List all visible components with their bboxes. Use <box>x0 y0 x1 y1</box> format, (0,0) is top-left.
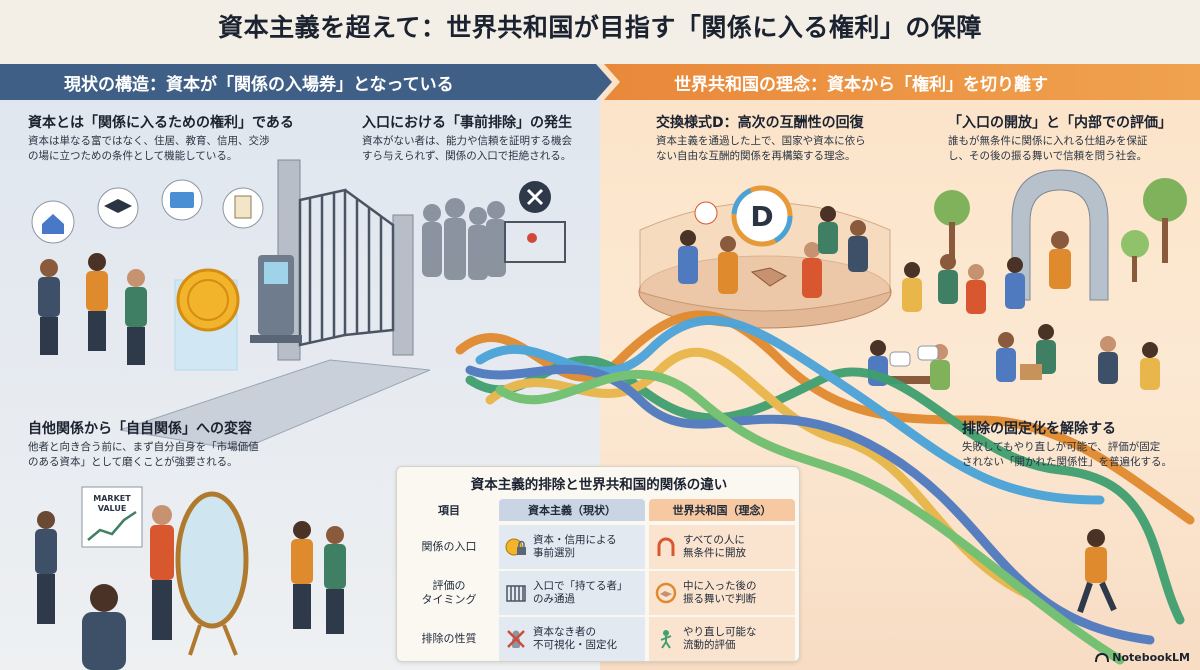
row-label-text: 関係の入口 <box>421 540 477 553</box>
table-header-capitalism: 資本主義（現状） <box>499 499 645 521</box>
text-line: 失敗してもやり直しが可能で、評価が固定 <box>962 441 1161 453</box>
ticket-machine-illustration <box>250 255 302 343</box>
text-line: 資本は単なる富ではなく、住居、教育、信用、交渉 <box>28 135 270 147</box>
cell-text: のみ通過 <box>533 593 575 605</box>
table-header-world-republic: 世界共和国（理念） <box>649 499 795 521</box>
table-title: 資本主義的排除と世界共和国的関係の違い <box>470 477 728 493</box>
text-line: のある資本」として磨くことが強要される。 <box>28 456 238 468</box>
table-row-label: 評価の タイミング <box>403 571 495 615</box>
table-cell: すべての人に無条件に開放 <box>649 525 795 569</box>
table-header-item: 項目 <box>438 504 460 517</box>
cell-text: 振る舞いで判断 <box>683 593 757 605</box>
people-mirror-group <box>35 505 346 670</box>
cell-text: 資本・信用による <box>533 534 617 546</box>
barrier-illustration <box>504 221 566 263</box>
brand-name: NotebookLM <box>1112 651 1190 664</box>
table-row-label: 関係の入口 <box>403 525 495 569</box>
section-body-capital-right: 資本は単なる富ではなく、住居、教育、信用、交渉 の場に立つための条件として機能し… <box>28 134 270 164</box>
rejection-x-icon <box>519 181 551 213</box>
section-body-exchange-d: 資本主義を通過した上で、国家や資本に依ら ない自由な互酬的関係を再構築する理念。 <box>656 134 866 164</box>
text-line: 資本がない者は、能力や信頼を証明する機会 <box>362 135 572 147</box>
right-banner: 世界共和国の理念：資本から「権利」を切り離す <box>604 64 1200 100</box>
path-floor <box>119 359 431 451</box>
coin-lock-icon <box>505 538 526 556</box>
cell-text: 中に入った後の <box>683 580 757 592</box>
shadow-people <box>422 198 506 280</box>
text-line: 誰もが無条件に関係に入れる仕組みを保証 <box>948 135 1148 147</box>
section-body-self-relation: 他者と向き合う前に、まず自分自身を「市場価値 のある資本」として磨くことが強要さ… <box>28 440 259 470</box>
page-title: 資本主義を超えて：世界共和国が目指す「関係に入る権利」の保障 <box>218 13 982 42</box>
text-line: されない「開かれた関係性」を普遍化する。 <box>962 456 1172 468</box>
cell-text: 無条件に開放 <box>683 547 746 559</box>
people-left-group <box>38 253 147 365</box>
cell-text: 不可視化・固定化 <box>533 639 617 651</box>
table-cell: 中に入った後の振る舞いで判断 <box>649 571 795 615</box>
text-line: すら与えられず、関係の入口で拒絶される。 <box>362 150 572 162</box>
market-label: MARKET <box>93 494 131 503</box>
section-body-unfix: 失敗してもやり直しが可能で、評価が固定 されない「開かれた関係性」を普遍化する。 <box>962 440 1172 470</box>
section-title-capital-right: 資本とは「関係に入るための権利」である <box>28 115 294 131</box>
notebooklm-icon <box>1095 652 1110 662</box>
cell-text: 資本なき者の <box>533 626 596 638</box>
section-title-open-entry: 「入口の開放」と「内部での評価」 <box>948 115 1172 131</box>
row-label-text: 評価の <box>432 579 466 592</box>
people-working-group <box>868 324 1160 390</box>
runner-figure <box>1077 529 1117 613</box>
tangled-paths <box>455 310 1195 665</box>
glowing-coin-illustration <box>174 268 240 371</box>
text-line: ない自由な互酬的関係を再構築する理念。 <box>656 150 856 162</box>
comparison-table: 資本主義的排除と世界共和国的関係の違い 項目 資本主義（現状） 世界共和国（理念… <box>396 466 800 662</box>
cell-text: 入口で「持てる者」 <box>533 580 628 592</box>
text-line: の場に立つための条件として機能している。 <box>28 150 238 162</box>
table-cell: 入口で「持てる者」のみ通過 <box>499 571 645 615</box>
table-cell: 資本なき者の不可視化・固定化 <box>499 617 645 661</box>
people-walking-group <box>902 231 1071 314</box>
retry-person-icon <box>660 630 672 649</box>
brand-logo: NotebookLM <box>1095 651 1190 664</box>
section-title-self-relation: 自他関係から「自自関係」への変容 <box>28 421 252 437</box>
row-label-text: 排除の性質 <box>421 632 477 645</box>
gate-icon <box>506 585 526 602</box>
iron-gate-illustration <box>277 159 414 361</box>
left-banner: 現状の構造：資本が「関係の入場券」となっている <box>0 64 612 100</box>
circular-wall-illustration <box>638 202 892 329</box>
section-title-exclusion: 入口における「事前排除」の発生 <box>362 115 572 131</box>
cell-text: すべての人に <box>683 534 745 546</box>
d-emblem-icon: D <box>731 185 793 247</box>
table-cell: 資本・信用による事前選別 <box>499 525 645 569</box>
section-body-exclusion: 資本がない者は、能力や信頼を証明する機会 すら与えられず、関係の入口で拒絶される… <box>362 134 572 164</box>
mirror-illustration <box>175 491 249 656</box>
speech-bubbles <box>31 179 264 244</box>
value-label: VALUE <box>98 504 127 513</box>
handshake-circle-icon <box>655 582 677 604</box>
cell-text: やり直し可能な <box>683 626 757 638</box>
text-line: し、その後の振る舞いで信頼を問う社会。 <box>948 150 1148 162</box>
d-letter: D <box>750 200 773 233</box>
crossed-person-icon <box>507 630 525 648</box>
text-line: 他者と向き合う前に、まず自分自身を「市場価値 <box>28 441 259 453</box>
cell-text: 流動的評価 <box>683 639 736 651</box>
section-title-unfix: 排除の固定化を解除する <box>962 421 1116 437</box>
trees-illustration <box>934 178 1187 282</box>
handshake-icon <box>750 267 788 287</box>
table-row-label: 排除の性質 <box>403 617 495 661</box>
section-body-open-entry: 誰もが無条件に関係に入れる仕組みを保証 し、その後の振る舞いで信頼を問う社会。 <box>948 134 1148 164</box>
market-value-board: MARKET VALUE <box>81 486 143 548</box>
open-arch-icon <box>657 537 675 556</box>
row-label-text: タイミング <box>421 593 477 606</box>
section-title-exchange-d: 交換様式D：高次の互酬性の回復 <box>656 115 864 131</box>
people-circle-group <box>678 201 868 298</box>
table-cell: やり直し可能な流動的評価 <box>649 617 795 661</box>
cell-text: 事前選別 <box>533 547 575 559</box>
text-line: 資本主義を通過した上で、国家や資本に依ら <box>656 135 866 147</box>
